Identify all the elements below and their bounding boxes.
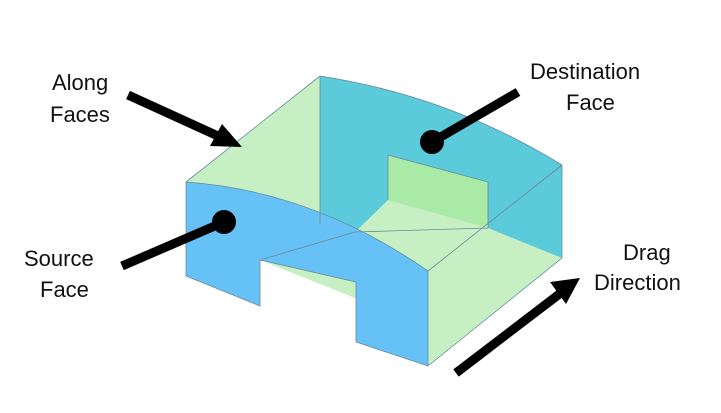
source-face-label-line1: Source <box>24 246 94 271</box>
drag-direction-arrowhead <box>550 278 580 304</box>
destination-face-label-line1: Destination <box>530 59 640 84</box>
drag-direction-label-line1: Drag <box>623 240 671 265</box>
destination-face-pointer <box>429 88 521 146</box>
destination-face-dot <box>420 130 444 154</box>
source-face-pointer <box>120 217 226 271</box>
slot-back-face <box>388 155 488 228</box>
source-face-label-line2: Face <box>40 277 89 302</box>
along-faces-arrow <box>126 90 220 141</box>
destination-face-label-line2: Face <box>566 90 615 115</box>
along-faces-label-line1: Along <box>52 70 108 95</box>
source-face-dot <box>212 210 236 234</box>
drag-direction-label-line2: Direction <box>594 270 681 295</box>
along-faces-arrowhead <box>210 124 242 147</box>
along-faces-label-line2: Faces <box>50 102 110 127</box>
drag-direction-arrow <box>453 288 565 377</box>
source-face-shape <box>186 182 428 366</box>
